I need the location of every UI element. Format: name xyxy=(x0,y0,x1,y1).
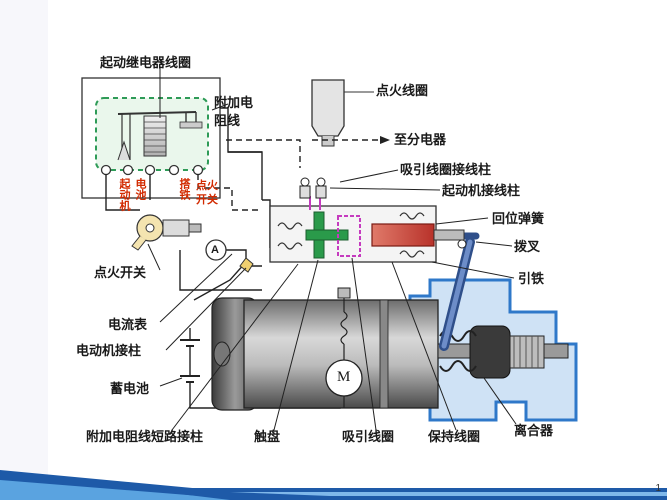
label-terminal-ground: 搭铁 xyxy=(178,178,191,200)
leader-lines xyxy=(147,66,517,431)
label-pull-in-terminal: 吸引线圈接线柱 xyxy=(400,163,492,178)
label-terminal-switch: 开关 xyxy=(196,193,218,206)
label-plunger: 引铁 xyxy=(518,272,545,287)
label-terminal-ignition: 点火 xyxy=(196,179,218,192)
label-ignition-coil: 点火线圈 xyxy=(376,84,429,99)
drive-pinion xyxy=(437,325,569,379)
bottom-stripes xyxy=(0,470,667,500)
motor xyxy=(211,287,439,411)
label-clutch: 离合器 xyxy=(514,424,554,439)
label-bypass-terminal: 附加电阻线短路接柱 xyxy=(86,430,204,445)
ammeter-symbol: A xyxy=(211,244,219,256)
label-ammeter: 电流表 xyxy=(108,318,148,333)
bypass-terminal-icon xyxy=(239,257,254,273)
ignition-coil xyxy=(311,79,374,147)
label-extra-resistor-line2: 阻线 xyxy=(214,114,241,129)
label-relay-coil: 起动继电器线圈 xyxy=(100,56,192,71)
ignition-key-icon xyxy=(131,214,202,251)
label-motor-terminal: 电动机接柱 xyxy=(76,344,142,359)
label-extra-resistor-line1: 附加电 xyxy=(214,96,254,111)
label-to-distributor: 至分电器 xyxy=(394,133,447,148)
label-pull-in-coil: 吸引线圈 xyxy=(342,430,395,445)
arrow-to-distributor-icon xyxy=(380,136,390,144)
slide-side-band xyxy=(0,0,48,500)
label-hold-in-coil: 保持线圈 xyxy=(428,430,481,445)
ammeter-icon xyxy=(205,239,227,261)
label-shift-fork: 拨叉 xyxy=(514,240,541,255)
starter-relay xyxy=(81,77,221,199)
solenoid xyxy=(269,177,465,263)
label-return-spring: 回位弹簧 xyxy=(492,212,545,227)
label-battery: 蓄电池 xyxy=(110,382,150,397)
label-terminal-battery: 电池 xyxy=(134,178,147,200)
label-contact-disc: 触盘 xyxy=(254,430,281,445)
page-number: 1 xyxy=(655,483,661,494)
label-terminal-starter: 起动机 xyxy=(118,178,131,211)
motor-symbol: M xyxy=(337,369,351,385)
label-starter-terminal: 起动机接线柱 xyxy=(442,184,521,199)
label-ignition-switch: 点火开关 xyxy=(94,266,147,281)
